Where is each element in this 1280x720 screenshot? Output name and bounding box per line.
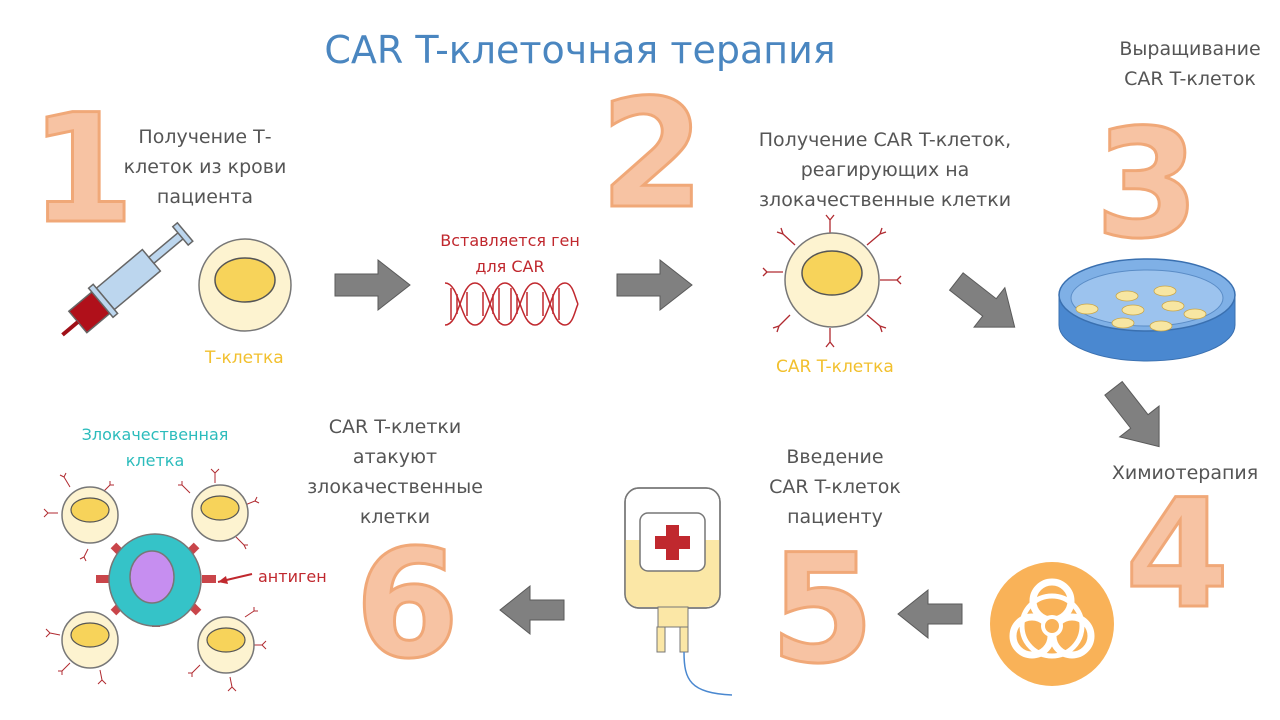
- step-4-number: 4: [1123, 468, 1230, 642]
- malignant-cell-line: Злокачественная: [81, 425, 229, 444]
- step-6-label-line: атакуют: [352, 446, 438, 468]
- dna-icon: [444, 282, 579, 326]
- step-4-label-line: Химиотерапия: [1111, 462, 1259, 484]
- page-title: CAR T-клеточная терапия: [324, 28, 836, 72]
- gene-inserted-line: Вставляется ген: [440, 231, 580, 250]
- step-2-label: Получение CAR T-клеток, реагирующих на з…: [720, 125, 1050, 215]
- antigen-label: антиген: [258, 567, 327, 586]
- step-1-label-line: пациента: [156, 186, 254, 208]
- step-1-label-line: Получение Т-: [138, 126, 272, 148]
- step-6-label-line: клетки: [359, 506, 431, 528]
- step-6-label-line: CAR T-клетки: [328, 416, 462, 438]
- step-3-label-line: CAR T-клеток: [1124, 68, 1256, 90]
- step-5-label: Введение CAR T-клеток пациенту: [725, 442, 945, 532]
- arrow-gene-to-step2: [616, 258, 693, 312]
- arrow-step5-to-step6: [499, 584, 565, 636]
- arrow-step4-to-step5: [897, 588, 963, 640]
- step-5-number: 5: [768, 523, 875, 697]
- step-6-label: CAR T-клетки атакуют злокачественные кле…: [290, 412, 500, 532]
- step-2-label-line: Получение CAR T-клеток,: [758, 129, 1012, 151]
- biohazard-icon: [990, 562, 1114, 686]
- step-6-number: 6: [353, 518, 460, 692]
- step-5-label-line: CAR T-клеток: [769, 476, 901, 498]
- tumor-attack-icon: [43, 468, 267, 692]
- step-1-label: Получение Т- клеток из крови пациента: [110, 122, 300, 212]
- step-3-number: 3: [1093, 98, 1200, 272]
- step-2-label-line: злокачественные клетки: [758, 189, 1012, 211]
- malignant-cell-label: Злокачественная клетка: [70, 422, 240, 474]
- car-t-cell-icon: [762, 214, 902, 348]
- step-6-label-line: злокачественные: [307, 476, 483, 498]
- t-cell-label: Т-клетка: [205, 348, 284, 368]
- t-cell-icon: [198, 238, 292, 332]
- petri-dish-icon: [1058, 258, 1236, 362]
- malignant-cell-line: клетка: [125, 451, 185, 470]
- arrow-step1-to-gene: [334, 258, 411, 312]
- step-1-number: 1: [28, 83, 135, 257]
- arrow-step3-to-step4: [1104, 380, 1160, 448]
- gene-inserted-line: для CAR: [475, 257, 545, 276]
- step-2-label-line: реагирующих на: [800, 159, 970, 181]
- step-3-label-line: Выращивание: [1119, 38, 1261, 60]
- step-5-label-line: Введение: [786, 446, 884, 468]
- arrow-step2-to-step3: [948, 272, 1016, 328]
- step-3-label: Выращивание CAR T-клеток: [1105, 34, 1275, 94]
- iv-bag-icon: [624, 487, 733, 696]
- gene-inserted-label: Вставляется ген для CAR: [425, 228, 595, 280]
- step-5-label-line: пациенту: [787, 506, 883, 528]
- step-2-number: 2: [598, 68, 705, 242]
- car-t-cell-label: CAR T-клетка: [776, 357, 894, 377]
- step-4-label: Химиотерапия: [1095, 458, 1275, 488]
- step-1-label-line: клеток из крови: [123, 156, 287, 178]
